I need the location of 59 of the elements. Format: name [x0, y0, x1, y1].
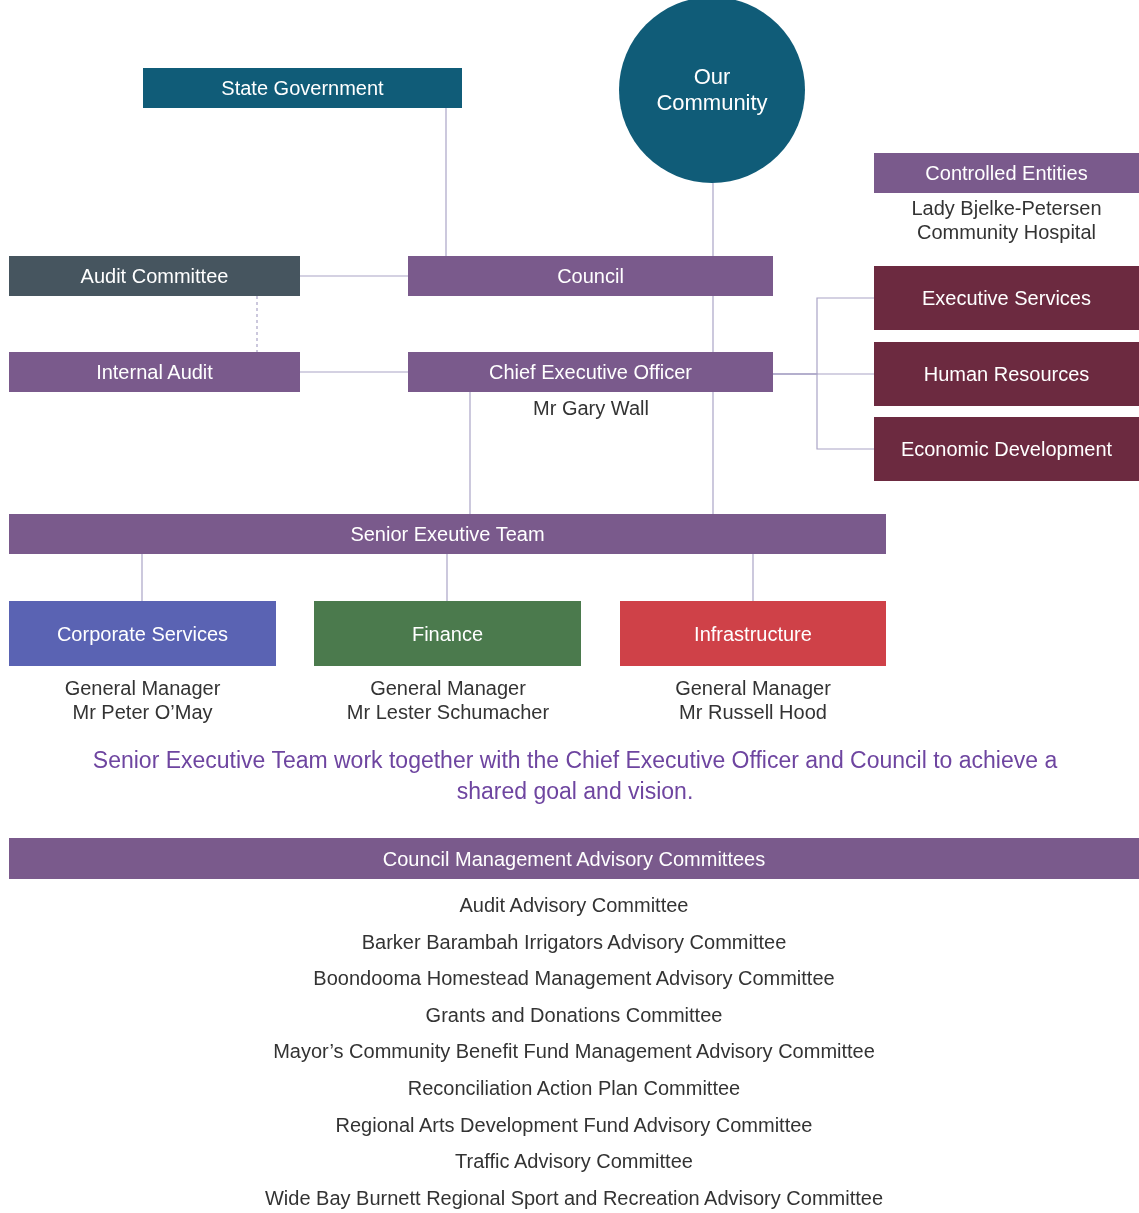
- name-text: Mr Peter O’May: [71, 700, 214, 724]
- org-box: [9, 256, 300, 296]
- connector-line: [299, 275, 409, 277]
- org-box: [874, 417, 1139, 481]
- org-box: [874, 266, 1139, 330]
- node-label: Human Resources: [923, 362, 1090, 386]
- connector-line: [752, 553, 754, 602]
- org-box: [408, 256, 773, 296]
- committee-name: Wide Bay Burnett Regional Sport and Recreation Advisory Committee: [263, 1186, 885, 1210]
- node-label: Infrastructure: [694, 621, 812, 646]
- connector-line: [712, 295, 714, 353]
- org-box: [620, 601, 886, 666]
- connector-line: [141, 553, 143, 602]
- connector-line: [772, 373, 875, 450]
- node-label: Council Management Advisory Committees: [382, 846, 766, 871]
- name-text: Mr Lester Schumacher: [345, 700, 551, 724]
- node-label: Finance: [411, 621, 484, 646]
- org-box: [874, 153, 1139, 193]
- committee-name: Barker Barambah Irrigators Advisory Committee: [360, 930, 788, 954]
- role-text: General Manager: [63, 676, 222, 700]
- org-box: [408, 352, 773, 392]
- committee-name: Traffic Advisory Committee: [454, 1150, 694, 1174]
- committee-name: Grants and Donations Committee: [424, 1003, 724, 1027]
- committee-name: Regional Arts Development Fund Advisory Committee: [334, 1113, 814, 1137]
- name-text: Mr Russell Hood: [678, 700, 828, 724]
- org-box: [9, 514, 886, 554]
- connector-line: [445, 107, 447, 257]
- org-box: [9, 352, 300, 392]
- org-box: [9, 838, 1139, 879]
- name-text: Lady Bjelke-Petersen Community Hospital: [910, 196, 1103, 244]
- node-label: State Government: [221, 76, 384, 100]
- node-label: Council: [557, 264, 624, 288]
- role-text: General Manager: [369, 676, 527, 700]
- node-label: Corporate Services: [56, 621, 229, 646]
- role-text: General Manager: [674, 676, 832, 700]
- connector-line: [299, 371, 409, 373]
- node-label: Executive Services: [922, 286, 1091, 310]
- node-label: Controlled Entities: [925, 161, 1088, 185]
- org-box: [314, 601, 581, 666]
- node-label: Economic Development: [900, 437, 1113, 461]
- node-label: Senior Exeutive Team: [350, 522, 545, 546]
- connector-line: [469, 391, 471, 515]
- committee-name: Reconciliation Action Plan Committee: [406, 1077, 742, 1100]
- node-label: Chief Executive Officer: [488, 360, 692, 384]
- org-box: [9, 601, 276, 666]
- connector-line: [712, 182, 714, 257]
- org-box: [874, 342, 1139, 406]
- connector-line: [712, 391, 714, 515]
- org-box: [143, 68, 462, 108]
- dotted-connector: [256, 295, 258, 353]
- connector-line: [446, 553, 448, 602]
- committee-name: Audit Advisory Committee: [458, 894, 690, 917]
- note-text: Senior Executive Team work together with the Chief Executive Officer and Council to achieve a shared goal and vision.: [91, 746, 1059, 807]
- node-label: Internal Audit: [96, 360, 213, 384]
- node-label: Audit Committee: [80, 264, 229, 288]
- committee-name: Mayor’s Community Benefit Fund Management Advisory Committee: [272, 1040, 876, 1064]
- node-label: Our Community: [655, 63, 769, 117]
- name-text: Mr Gary Wall: [532, 396, 650, 420]
- committee-name: Boondooma Homestead Management Advisory Committee: [312, 967, 836, 991]
